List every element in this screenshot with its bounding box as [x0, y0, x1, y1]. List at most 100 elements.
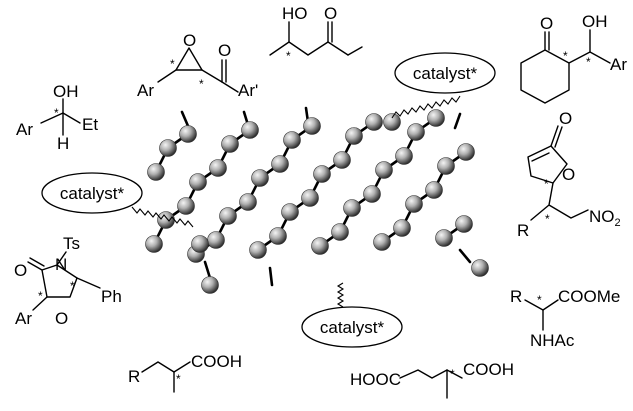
atom-label: O: [183, 31, 196, 50]
molecule-butenolide: O O R NO2 * *: [517, 109, 621, 240]
molecule-diacid: HOOC COOH *: [350, 360, 514, 399]
stereo-marker: *: [544, 177, 549, 191]
lattice-atom: [147, 163, 165, 181]
atom-label: Ar: [15, 309, 32, 328]
lattice-bond: [180, 110, 190, 128]
molecule-aldol-ketone: O OH Ar * *: [520, 12, 627, 104]
lattice-atom: [281, 203, 299, 221]
lattice-atom: [207, 231, 225, 249]
lattice-atom: [437, 157, 455, 175]
catalyst-ellipse: [394, 52, 496, 94]
atom-label: H: [57, 134, 69, 153]
lattice-atom: [249, 241, 267, 259]
lattice-atom: [375, 161, 393, 179]
stereo-marker: *: [199, 77, 204, 91]
lattice-atom: [209, 159, 227, 177]
lattice-atom: [393, 219, 411, 237]
stereo-marker: *: [38, 289, 43, 303]
lattice-atom: [177, 197, 195, 215]
molecule-amino-ester: R COOMe NHAc *: [510, 287, 620, 350]
stereo-marker: *: [286, 49, 291, 63]
atom-label: COOMe: [558, 287, 620, 306]
lattice-atom: [179, 125, 197, 143]
atom-label: Ts: [63, 234, 80, 253]
catalyst-badge-left: catalyst*: [41, 172, 143, 214]
molecule-secondary-alcohol: OH Ar Et H *: [16, 82, 98, 153]
molecule-chalcone-epoxide: Ar Ar' O O * *: [137, 31, 258, 100]
stereo-marker: *: [586, 55, 591, 69]
lattice-atom: [383, 113, 401, 131]
lattice-atom: [333, 151, 351, 169]
lattice-atom: [435, 229, 453, 247]
stereo-marker: *: [176, 372, 181, 386]
lattice-atom: [331, 223, 349, 241]
atom-label: O: [55, 309, 68, 328]
lattice-atom: [189, 173, 207, 191]
lattice-atom: [365, 113, 383, 131]
atom-label: OH: [53, 82, 79, 101]
lattice-bond: [203, 260, 212, 280]
atom-label: Ar: [16, 120, 33, 139]
stereo-marker: *: [563, 49, 568, 63]
lattice-atom: [221, 135, 239, 153]
atom-label: O: [14, 261, 27, 280]
stereo-marker: *: [450, 367, 455, 381]
lattice-atom: [271, 155, 289, 173]
atom-label: COOH: [463, 360, 514, 379]
catalyst-badge-bottom: catalyst*: [301, 306, 403, 348]
lattice-atom: [407, 123, 425, 141]
lattice-atom: [363, 185, 381, 203]
lattice-atom: [301, 189, 319, 207]
lattice-atoms: [145, 109, 489, 294]
lattice-atom: [345, 127, 363, 145]
catalyst-label: catalyst*: [320, 318, 385, 337]
stereo-marker: *: [70, 279, 75, 293]
atom-label: R: [517, 221, 529, 240]
catalyst-ellipse: [41, 172, 143, 214]
lattice-atom: [471, 259, 489, 277]
linker-bottom: [336, 282, 345, 308]
lattice-atom: [201, 276, 219, 294]
lattice-atom: [239, 193, 257, 211]
lattice-bond: [268, 266, 274, 287]
atom-label: Ar': [238, 81, 258, 100]
atom-label: COOH: [191, 352, 242, 371]
atom-label: N: [55, 255, 67, 274]
lattice-atom: [313, 165, 331, 183]
lattice-atom: [395, 147, 413, 165]
molecule-acid-r: R COOH *: [128, 352, 242, 393]
atom-label: OH: [582, 12, 608, 31]
lattice-atom: [241, 121, 259, 139]
lattice-atom: [269, 227, 287, 245]
linker-top-right: [391, 95, 461, 119]
lattice-atom: [405, 195, 423, 213]
lattice-atom: [145, 235, 163, 253]
lattice-bond: [458, 248, 472, 264]
catalyst-label: catalyst*: [60, 184, 125, 203]
lattice-atom: [251, 169, 269, 187]
atom-label: R: [510, 287, 522, 306]
linker-left: [131, 206, 194, 228]
atom-label: HOOC: [350, 370, 401, 389]
atom-label: Ph: [101, 287, 122, 306]
lattice-atom: [455, 215, 473, 233]
lattice-atom: [159, 139, 177, 157]
atom-label: O: [540, 14, 553, 33]
lattice-atom: [157, 211, 175, 229]
catalyst-ellipse: [301, 306, 403, 348]
atom-label: R: [128, 367, 140, 386]
atom-label: NHAc: [530, 331, 575, 350]
lattice-atom: [191, 235, 209, 253]
lattice-atom: [457, 143, 475, 161]
molecule-hydroxy-ester: HO O *: [269, 4, 363, 63]
stereo-marker: *: [545, 212, 550, 226]
atom-label: Ar: [610, 55, 627, 74]
stereo-marker: *: [537, 293, 542, 307]
graphene-lattice: [145, 106, 489, 294]
lattice-atom: [311, 237, 329, 255]
stereo-marker: *: [54, 106, 59, 120]
lattice-atom: [303, 117, 321, 135]
lattice-atom: [425, 181, 443, 199]
